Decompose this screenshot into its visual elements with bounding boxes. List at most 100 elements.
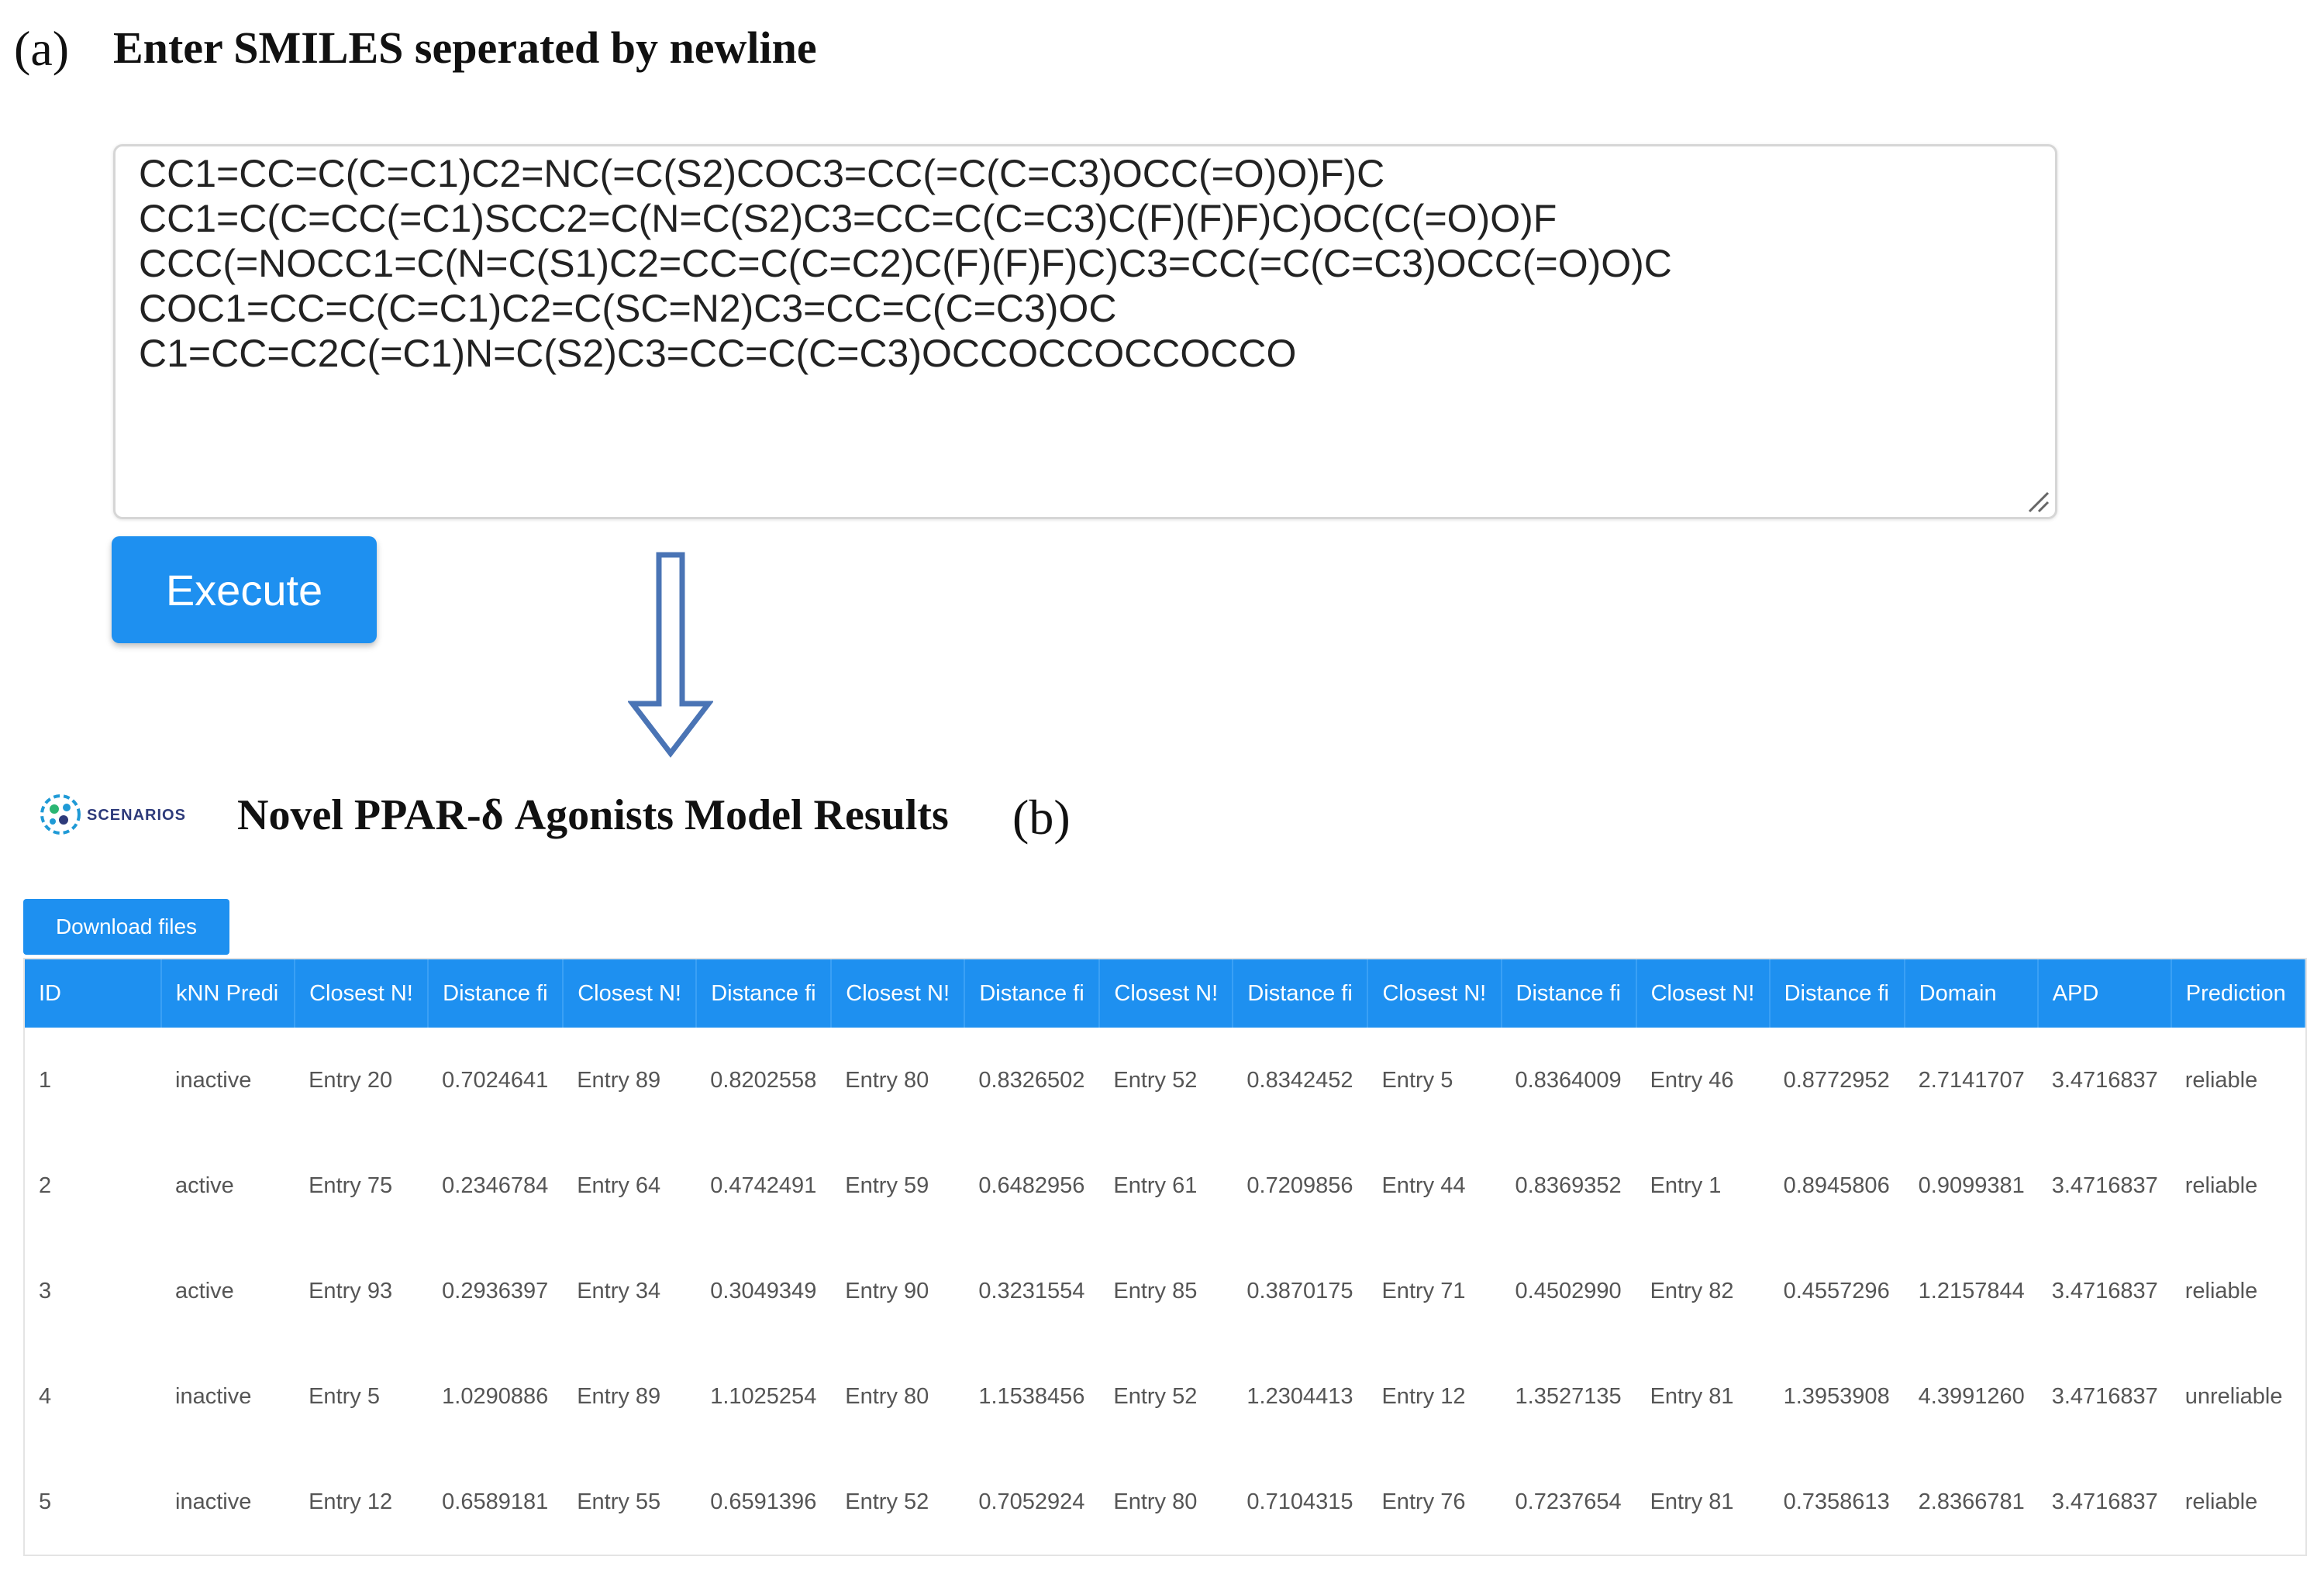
- column-header[interactable]: Domain: [1904, 959, 2039, 1028]
- table-cell: 1.2304413: [1246, 1384, 1353, 1409]
- table-cell: Entry 76: [1381, 1489, 1466, 1514]
- table-cell: 0.3049349: [710, 1279, 817, 1303]
- column-header[interactable]: Closest N!: [1099, 959, 1234, 1028]
- table-cell: 1.3527135: [1515, 1384, 1622, 1409]
- column-header[interactable]: Closest N!: [1367, 959, 1502, 1028]
- column-header[interactable]: Closest N!: [295, 959, 429, 1028]
- table-cell: Entry 12: [309, 1489, 393, 1514]
- table-cell: Entry 75: [309, 1173, 393, 1198]
- table-cell: Entry 80: [845, 1384, 929, 1409]
- table-cell: 2: [39, 1173, 52, 1198]
- column-header[interactable]: Distance fi: [428, 959, 564, 1028]
- table-cell: Entry 55: [577, 1489, 661, 1514]
- table-cell: 0.7237654: [1515, 1489, 1622, 1514]
- table-cell: 1.2157844: [1918, 1279, 2025, 1303]
- table-cell: 0.8945806: [1783, 1173, 1890, 1198]
- table-cell: 1.1538456: [978, 1384, 1085, 1409]
- table-cell: reliable: [2184, 1068, 2258, 1093]
- table-cell: 4.3991260: [1918, 1384, 2025, 1409]
- table-cell: 0.8326502: [978, 1068, 1085, 1093]
- table-cell: 0.8364009: [1515, 1068, 1622, 1093]
- table-cell: 0.9099381: [1918, 1173, 2025, 1198]
- table-cell: reliable: [2184, 1173, 2258, 1198]
- table-row: 2 active Entry 75 0.2346784 Entry 64 0.474249…: [25, 1133, 2305, 1238]
- table-cell: inactive: [175, 1384, 252, 1409]
- table-cell: 5: [39, 1489, 52, 1514]
- table-cell: 0.4742491: [710, 1173, 817, 1198]
- table-cell: 3: [39, 1279, 52, 1303]
- panel-label-b: (b): [1012, 790, 1071, 845]
- table-cell: Entry 80: [1113, 1489, 1198, 1514]
- table-cell: 0.8342452: [1246, 1068, 1353, 1093]
- down-arrow-icon: [628, 552, 713, 758]
- table-cell: 1.1025254: [710, 1384, 817, 1409]
- table-cell: Entry 46: [1650, 1068, 1734, 1093]
- table-cell: Entry 85: [1113, 1279, 1198, 1303]
- table-cell: Entry 61: [1113, 1173, 1198, 1198]
- column-header[interactable]: Prediction: [2171, 959, 2305, 1028]
- table-cell: 3.4716837: [2051, 1279, 2158, 1303]
- table-cell: unreliable: [2184, 1384, 2283, 1409]
- column-header[interactable]: Distance fi: [1233, 959, 1369, 1028]
- table-cell: Entry 81: [1650, 1489, 1734, 1514]
- table-cell: reliable: [2184, 1489, 2258, 1514]
- execute-button[interactable]: Execute: [112, 536, 377, 643]
- table-cell: 3.4716837: [2051, 1068, 2158, 1093]
- results-title: Novel PPAR-δ Agonists Model Results: [237, 791, 949, 839]
- table-cell: 0.8369352: [1515, 1173, 1622, 1198]
- table-cell: active: [175, 1173, 234, 1198]
- table-cell: 0.7209856: [1246, 1173, 1353, 1198]
- table-cell: Entry 82: [1650, 1279, 1734, 1303]
- download-files-button[interactable]: Download files: [23, 899, 229, 955]
- table-cell: 0.7024641: [442, 1068, 549, 1093]
- table-cell: Entry 71: [1381, 1279, 1466, 1303]
- table-cell: 2.8366781: [1918, 1489, 2025, 1514]
- panel-label-a: (a): [14, 21, 70, 76]
- table-cell: reliable: [2184, 1279, 2258, 1303]
- table-cell: Entry 34: [577, 1279, 661, 1303]
- table-cell: 2.7141707: [1918, 1068, 2025, 1093]
- table-cell: 0.6591396: [710, 1489, 817, 1514]
- table-cell: 1.0290886: [442, 1384, 549, 1409]
- table-cell: Entry 52: [1113, 1068, 1198, 1093]
- table-cell: Entry 93: [309, 1279, 393, 1303]
- table-row: 3 active Entry 93 0.2936397 Entry 34 0.304934…: [25, 1238, 2305, 1344]
- column-header[interactable]: Closest N!: [563, 959, 698, 1028]
- table-cell: 0.3870175: [1246, 1279, 1353, 1303]
- table-cell: Entry 64: [577, 1173, 661, 1198]
- resize-grip-icon[interactable]: [2025, 488, 2051, 515]
- table-cell: active: [175, 1279, 234, 1303]
- table-cell: Entry 52: [845, 1489, 929, 1514]
- table-cell: 0.4502990: [1515, 1279, 1622, 1303]
- column-header[interactable]: Closest N!: [1636, 959, 1771, 1028]
- table-cell: 1.3953908: [1783, 1384, 1890, 1409]
- column-header[interactable]: ID: [25, 959, 163, 1028]
- column-header[interactable]: Distance fi: [964, 959, 1101, 1028]
- scenarios-logo: SCENARIOS: [40, 794, 186, 835]
- table-cell: 0.2936397: [442, 1279, 549, 1303]
- table-cell: 0.6482956: [978, 1173, 1085, 1198]
- column-header[interactable]: Distance fi: [696, 959, 833, 1028]
- table-cell: 0.8772952: [1783, 1068, 1890, 1093]
- table-cell: Entry 5: [309, 1384, 380, 1409]
- smiles-input[interactable]: CC1=CC=C(C=C1)C2=NC(=C(S2)COC3=CC(=C(C=C…: [113, 144, 2057, 519]
- table-cell: 0.2346784: [442, 1173, 549, 1198]
- column-header[interactable]: Distance fi: [1501, 959, 1637, 1028]
- table-cell: Entry 5: [1381, 1068, 1453, 1093]
- table-cell: Entry 44: [1381, 1173, 1466, 1198]
- column-header[interactable]: Distance fi: [1769, 959, 1905, 1028]
- table-cell: 0.6589181: [442, 1489, 549, 1514]
- column-header[interactable]: Closest N!: [831, 959, 966, 1028]
- table-cell: Entry 52: [1113, 1384, 1198, 1409]
- column-header[interactable]: APD: [2037, 959, 2172, 1028]
- table-cell: 3.4716837: [2051, 1173, 2158, 1198]
- table-cell: Entry 80: [845, 1068, 929, 1093]
- table-cell: Entry 12: [1381, 1384, 1466, 1409]
- column-header[interactable]: kNN Predi: [161, 959, 296, 1028]
- table-cell: 0.4557296: [1783, 1279, 1890, 1303]
- logo-text: SCENARIOS: [87, 807, 186, 824]
